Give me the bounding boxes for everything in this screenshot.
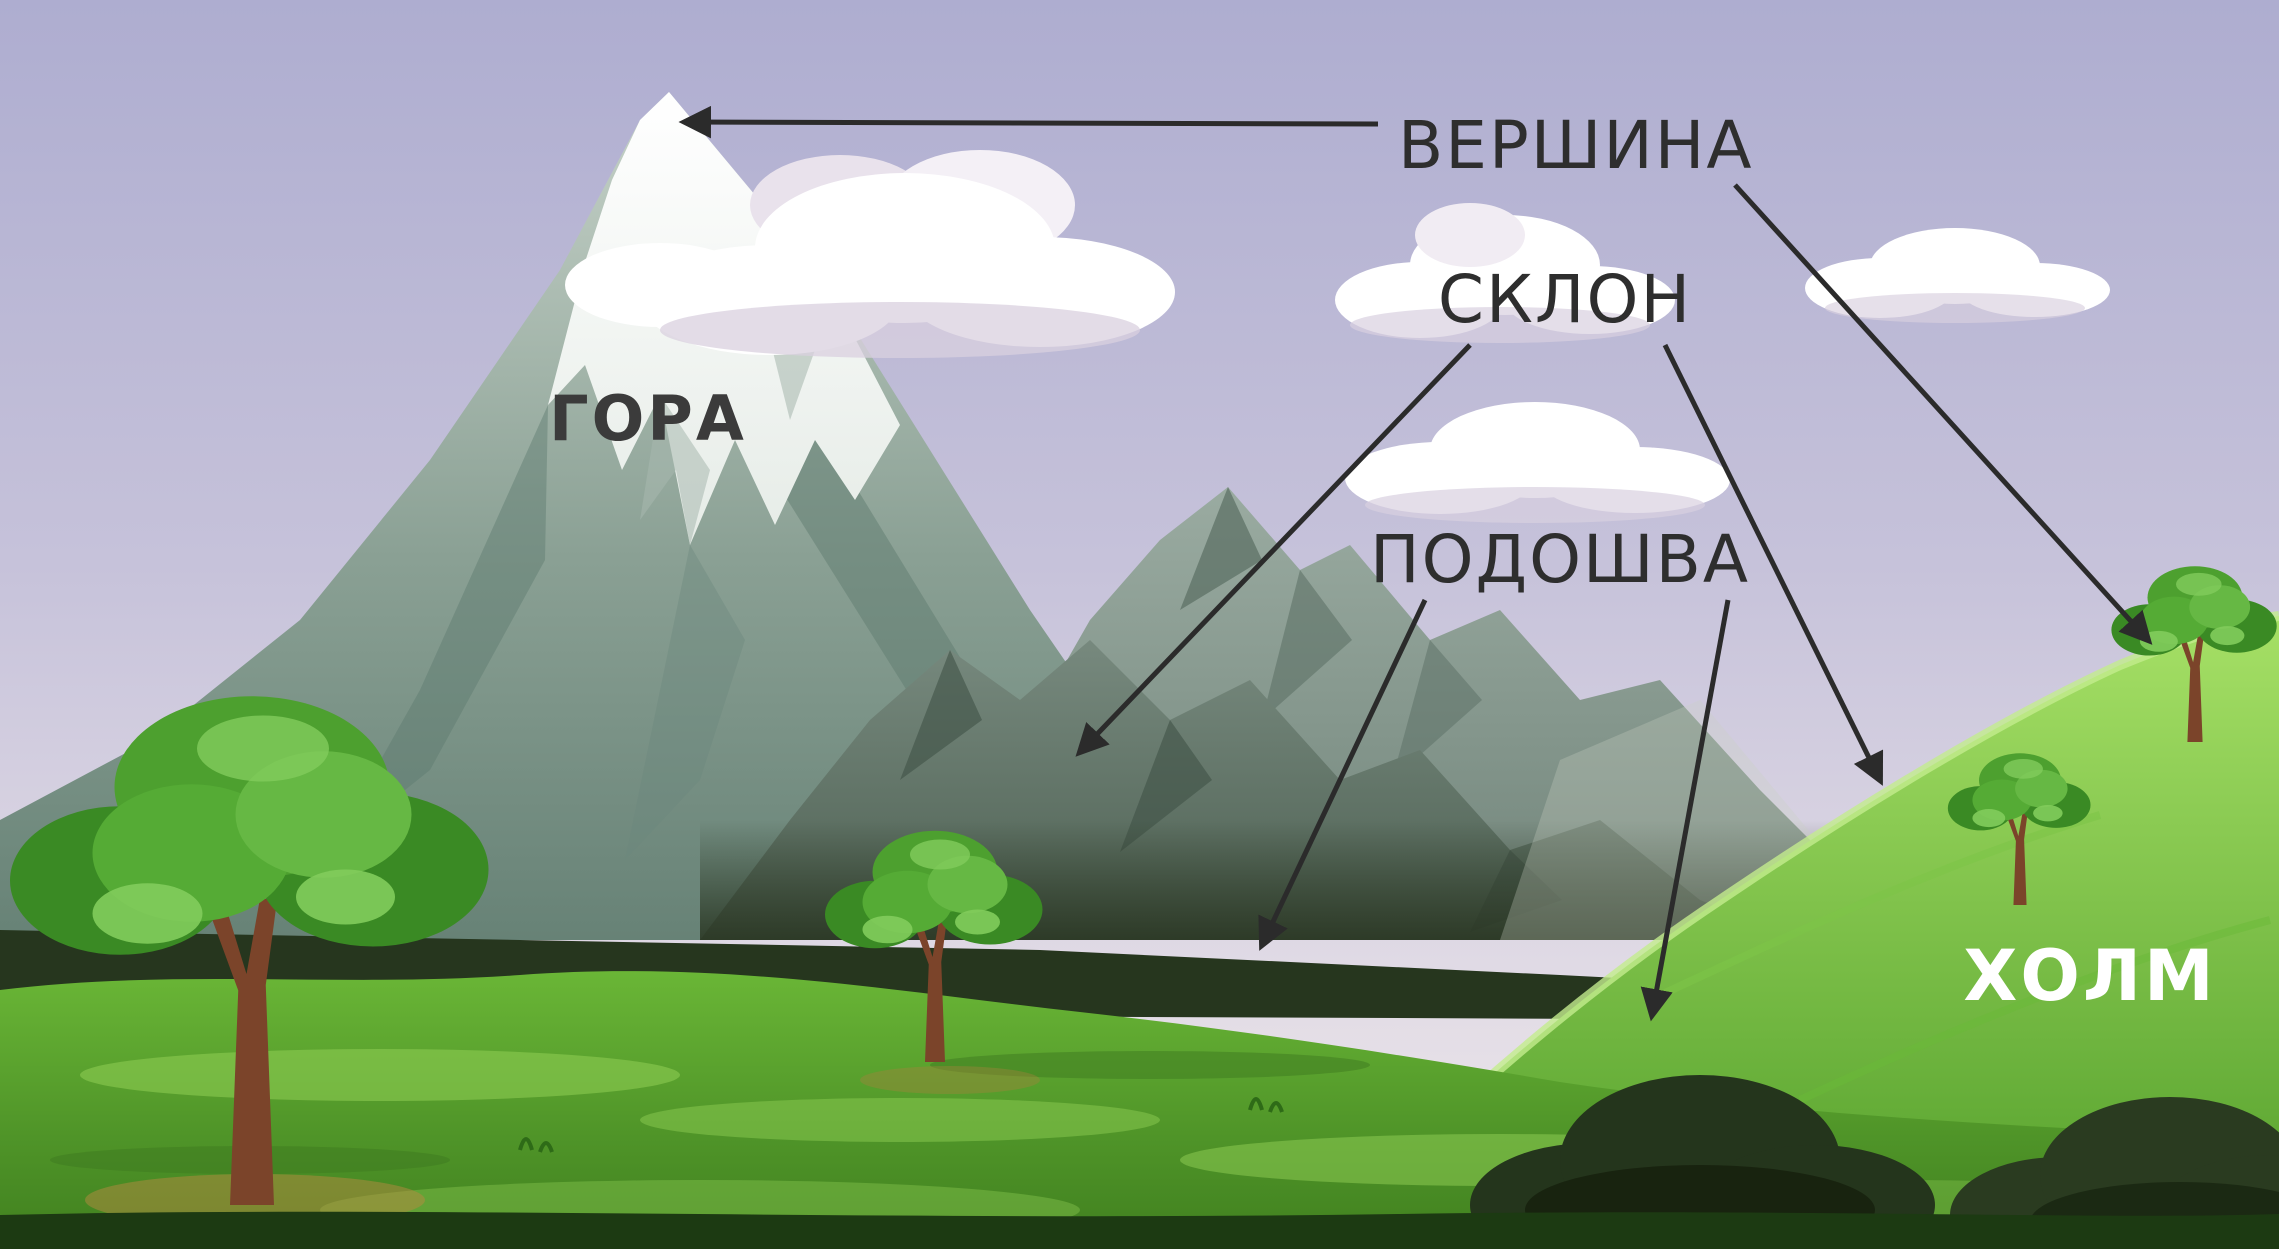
arrow-foot-to-hill-base [1640, 599, 1731, 1022]
label-summit: ВЕРШИНА [1398, 107, 1754, 184]
label-slope: СКЛОН [1438, 261, 1692, 338]
label-mountain: ГОРА [549, 382, 747, 455]
grass-tuft [518, 1137, 554, 1153]
arrow-summit-to-hilltop [1733, 183, 2153, 645]
cloud-small-left [1335, 203, 1675, 343]
callout-arrows [678, 105, 2153, 1022]
cloud-center [1345, 402, 1730, 523]
cloud-large [565, 150, 1175, 358]
cloud-small-right [1805, 228, 2110, 323]
arrow-slope-to-hill [1662, 343, 1884, 786]
grass-tuft [1248, 1097, 1284, 1113]
arrow-slope-to-mountain [1075, 343, 1472, 757]
arrow-foot-to-mountain-base [1258, 598, 1428, 951]
label-foot: ПОДОШВА [1370, 521, 1750, 598]
label-hill: ХОЛМ [1963, 935, 2216, 1017]
bottom-strip [0, 1211, 2279, 1249]
arrow-summit-to-peak [678, 105, 1379, 139]
